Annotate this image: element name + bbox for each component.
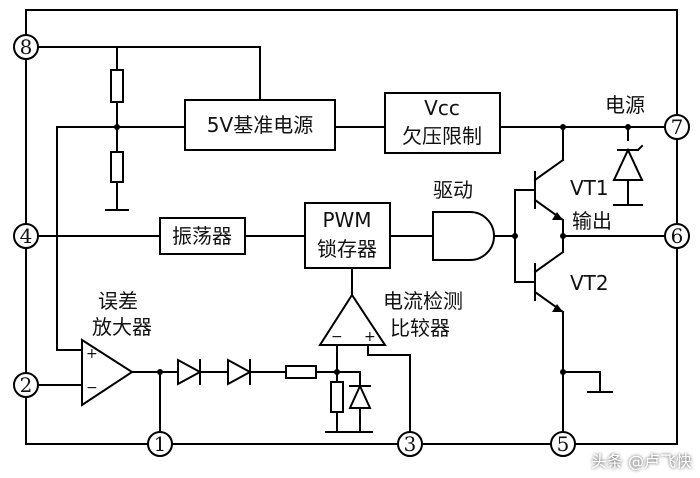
pin-4: 4 — [13, 223, 39, 249]
pin-3: 3 — [397, 431, 423, 457]
driver-label: 驱动 — [433, 178, 473, 202]
driver-gate — [432, 211, 495, 261]
uvlo-label-line2: 欠压限制 — [402, 124, 482, 148]
error-amp-label-line1: 误差 — [98, 289, 138, 313]
pin-8: 8 — [13, 34, 39, 60]
diode-resistor-chain — [131, 344, 373, 433]
ref-5v-label: 5V基准电源 — [207, 113, 313, 137]
transistor-wiring — [493, 126, 665, 433]
ref-5v-block — [184, 99, 336, 151]
watermark: 头条 @卢飞快 — [590, 452, 692, 471]
svg-text:1: 1 — [154, 432, 167, 456]
pwm-label-line2: 锁存器 — [317, 237, 377, 261]
pin-5: 5 — [550, 431, 576, 457]
pin-1: 1 — [147, 431, 173, 457]
error-amplifier — [81, 338, 134, 407]
pwm-latch-block — [304, 202, 391, 269]
error-amp-minus: − — [86, 380, 98, 396]
svg-text:2: 2 — [20, 373, 33, 397]
pin-2: 2 — [13, 372, 39, 398]
svg-text:3: 3 — [404, 432, 417, 456]
comparator-label-line1: 电流检测 — [383, 289, 463, 313]
vt1-label: VT1 — [570, 176, 609, 200]
pwm-label-line1: PWM — [322, 208, 371, 232]
svg-text:7: 7 — [671, 115, 684, 139]
oscillator-block — [159, 217, 246, 255]
pin-7: 7 — [664, 114, 690, 140]
vcc-rail — [334, 124, 665, 206]
power-label: 电源 — [605, 93, 645, 117]
svg-text:4: 4 — [20, 224, 33, 248]
pin8-wiring — [37, 46, 261, 351]
vt2-label: VT2 — [570, 271, 609, 295]
uvlo-block — [384, 92, 501, 154]
output-label: 输出 — [572, 209, 612, 233]
zener-diode — [612, 144, 644, 181]
oscillator-label: 振荡器 — [172, 224, 232, 248]
comparator-minus: − — [331, 329, 343, 345]
svg-text:6: 6 — [671, 224, 684, 248]
error-amp-label-line2: 放大器 — [92, 315, 152, 339]
comparator-label-line2: 比较器 — [390, 316, 450, 340]
svg-text:5: 5 — [557, 432, 570, 456]
current-comparator — [318, 293, 387, 346]
svg-text:8: 8 — [20, 35, 33, 59]
error-amp-plus: + — [86, 346, 98, 362]
pin-6: 6 — [664, 223, 690, 249]
uvlo-label-line1: Vcc — [424, 96, 460, 120]
comparator-plus: + — [364, 329, 376, 345]
